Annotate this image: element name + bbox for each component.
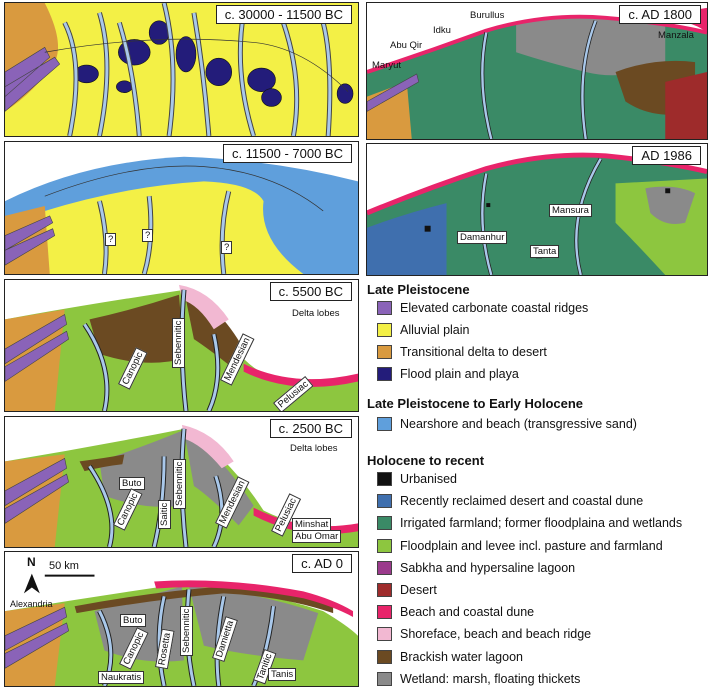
legend-swatch [377, 605, 392, 620]
legend-heading: Holocene to recent [367, 453, 485, 468]
burullus-label: Burullus [470, 10, 505, 21]
legend-swatch [377, 301, 392, 315]
buto-label: Buto [120, 614, 146, 627]
legend-swatch [377, 583, 392, 597]
panel-title: c. 11500 - 7000 BC [222, 144, 352, 163]
legend-swatch [377, 472, 392, 486]
map-ad1986 [367, 144, 707, 275]
legend-item: Transitional delta to desert [377, 344, 547, 360]
alexandria-label: Alexandria [10, 599, 53, 609]
legend-swatch [377, 649, 392, 664]
legend-label: Brackish water lagoon [400, 649, 523, 664]
abu-omar-label: Abu Omar [292, 530, 342, 543]
map-legend: Late Pleistocene Elevated carbonate coas… [367, 280, 711, 691]
legend-swatch [377, 560, 392, 575]
sebennitic-label: Sebennitic [180, 605, 193, 656]
legend-label: Wetland: marsh, floating thickets [400, 671, 581, 686]
legend-swatch [377, 494, 392, 509]
panel-title: c. 5500 BC [269, 282, 352, 301]
legend-swatch [377, 323, 392, 337]
legend-swatch [377, 345, 392, 359]
map-panel-ad1800: c. AD 1800 Burullus Idku Abu Qir Maryut … [366, 2, 708, 140]
legend-heading: Late Pleistocene to Early Holocene [367, 396, 584, 411]
legend-swatch [377, 627, 392, 642]
damanhur-label: Damanhur [457, 231, 508, 244]
legend-item: Nearshore and beach (transgressive sand) [377, 416, 637, 432]
legend-swatch [377, 367, 392, 381]
naukratis-label: Naukratis [98, 671, 145, 684]
legend-swatch [377, 538, 392, 553]
delta-lobes-label: Delta lobes [290, 443, 338, 454]
legend-item: Elevated carbonate coastal ridges [377, 300, 588, 316]
map-panel-2500bc: c. 2500 BC Delta lobes Buto Canopic Sait… [4, 416, 359, 548]
map-30000-11500bc [5, 3, 358, 136]
legend-label: Nearshore and beach (transgressive sand) [400, 417, 637, 431]
manzala-label: Manzala [658, 30, 694, 41]
legend-item: Flood plain and playa [377, 366, 519, 382]
panel-title: c. AD 1800 [619, 5, 701, 24]
legend-heading: Late Pleistocene [367, 282, 470, 297]
map-panel-11500-7000bc: c. 11500 - 7000 BC ? ? ? [4, 141, 359, 275]
legend-item: Recently reclaimed desert and coastal du… [377, 493, 643, 509]
legend-label: Beach and coastal dune [400, 605, 535, 620]
unknown-channel-label: ? [105, 233, 117, 246]
legend-label: Transitional delta to desert [400, 345, 547, 359]
legend-label: Floodplain and levee incl. pasture and f… [400, 538, 663, 553]
legend-item: Sabkha and hypersaline lagoon [377, 560, 575, 576]
sebennitic-label: Sebennitic [173, 458, 186, 509]
map-panel-ad0: c. AD 0 N 50 km Alexandria Buto Canopic … [4, 551, 359, 687]
map-panel-30000-11500bc: c. 30000 - 11500 BC [4, 2, 359, 137]
legend-item: Alluvial plain [377, 322, 469, 338]
legend-label: Urbanised [400, 472, 457, 486]
unknown-channel-label: ? [142, 229, 154, 242]
legend-item: Desert [377, 582, 437, 598]
map-ad1800 [367, 3, 707, 139]
legend-label: Flood plain and playa [400, 367, 519, 381]
legend-item: Shoreface, beach and beach ridge [377, 626, 591, 642]
legend-item: Wetland: marsh, floating thickets [377, 671, 580, 687]
legend-label: Irrigated farmland; former floodplaina a… [400, 516, 683, 531]
tanis-label: Tanis [268, 668, 297, 681]
panel-title: c. AD 0 [292, 554, 352, 573]
panel-title: AD 1986 [632, 146, 701, 165]
legend-swatch [377, 516, 392, 531]
map-11500-7000bc [5, 142, 358, 274]
idku-label: Idku [433, 25, 451, 36]
legend-item: Beach and coastal dune [377, 604, 534, 620]
unknown-channel-label: ? [221, 241, 233, 254]
map-panel-5500bc: c. 5500 BC Delta lobes Canopic Sebenniti… [4, 279, 359, 412]
legend-label: Elevated carbonate coastal ridges [400, 301, 589, 315]
legend-label: Desert [400, 583, 437, 597]
north-label: N [27, 555, 36, 569]
legend-item: Floodplain and levee incl. pasture and f… [377, 538, 663, 554]
map-panel-ad1986: AD 1986 Mansura Damanhur Tanta [366, 143, 708, 276]
legend-swatch [377, 417, 392, 431]
legend-item: Urbanised [377, 471, 457, 487]
scale-label: 50 km [49, 560, 79, 572]
legend-label: Sabkha and hypersaline lagoon [400, 560, 576, 575]
delta-lobes-label: Delta lobes [292, 308, 340, 319]
maryut-label: Maryut [372, 60, 402, 71]
legend-item: Brackish water lagoon [377, 649, 523, 665]
mansura-label: Mansura [549, 204, 592, 217]
legend-label: Shoreface, beach and beach ridge [400, 627, 592, 642]
legend-swatch [377, 671, 392, 686]
tanta-label: Tanta [530, 245, 560, 258]
saitic-label: Saitic [158, 499, 171, 529]
sebennitic-label: Sebennitic [172, 317, 185, 368]
legend-item: Irrigated farmland; former floodplaina a… [377, 515, 682, 531]
panel-title: c. 2500 BC [269, 419, 352, 438]
panel-title: c. 30000 - 11500 BC [215, 5, 352, 24]
north-arrow-icon [23, 573, 40, 594]
legend-label: Recently reclaimed desert and coastal du… [400, 494, 644, 509]
abu-qir-label: Abu Qir [390, 40, 423, 51]
legend-label: Alluvial plain [400, 323, 470, 337]
